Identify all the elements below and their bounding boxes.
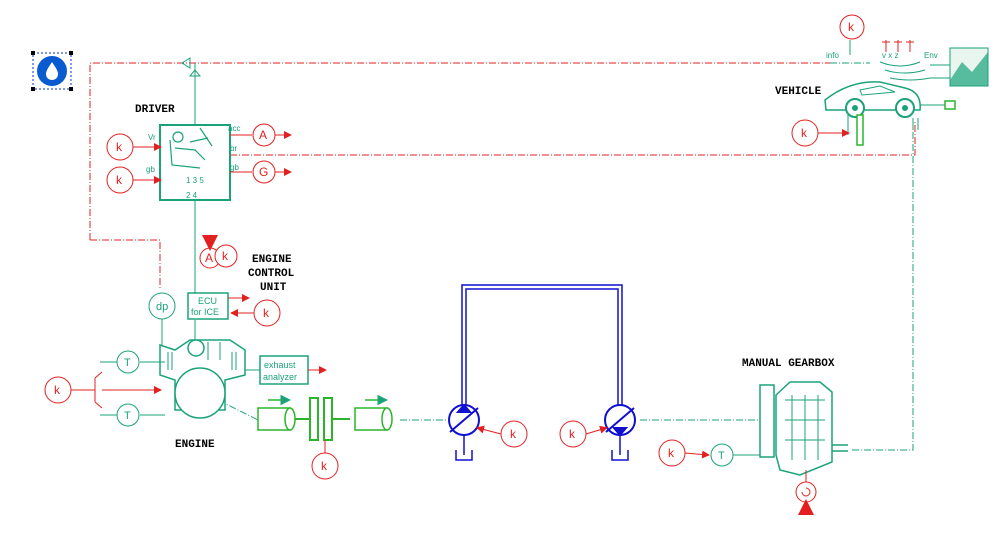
environment-landscape-icon[interactable]: [949, 47, 989, 87]
clutch-inertia-right[interactable]: [354, 394, 393, 431]
signal-lines: [89, 62, 916, 290]
svg-text:k: k: [321, 459, 328, 473]
svg-text:k: k: [54, 383, 61, 397]
driver-block[interactable]: Vr gb acc br gb 1 3 5 2 4: [146, 124, 240, 201]
svg-text:analyzer: analyzer: [263, 372, 297, 382]
driver-vr-port: Vr: [148, 133, 156, 142]
vehicle-brake-shaft: [856, 114, 864, 146]
gearbox-title: MANUAL GEARBOX: [742, 358, 835, 370]
svg-text:k: k: [116, 173, 123, 187]
driver-acc-port: acc: [228, 124, 240, 133]
constant-k-motor[interactable]: k: [559, 420, 608, 448]
vehicle-vxz-port: v x z: [882, 51, 898, 60]
constant-k-clutch[interactable]: k: [311, 440, 339, 480]
vehicle-output-connector: [944, 100, 956, 110]
green-dashed-lines: [207, 62, 914, 451]
hydraulic-lines: [461, 284, 623, 405]
svg-text:G: G: [259, 165, 268, 179]
driver-gb-in-port: gb: [146, 165, 155, 174]
svg-text:k: k: [848, 20, 855, 34]
driver-seat-icon: [169, 127, 213, 169]
svg-text:exhaust: exhaust: [264, 360, 296, 370]
constant-k-gb[interactable]: k: [106, 166, 162, 194]
gearbox-gear-input[interactable]: [795, 470, 817, 515]
signal-split-icon: [181, 57, 202, 77]
constant-k-vr[interactable]: k: [106, 133, 162, 161]
constant-k-ecu-top[interactable]: k: [214, 244, 238, 268]
driver-br-port: br: [230, 144, 237, 153]
hydraulic-motor[interactable]: [604, 404, 636, 461]
vehicle-sensor-icons: [882, 40, 914, 52]
vehicle-block[interactable]: info v x z Env: [824, 51, 938, 118]
svg-text:A: A: [259, 128, 267, 142]
svg-text:k: k: [569, 427, 576, 441]
temperature-sensor-upper[interactable]: T: [100, 350, 140, 374]
output-g[interactable]: G: [230, 160, 292, 184]
constant-k-gearbox[interactable]: k: [658, 439, 710, 467]
fuel-drop-icon[interactable]: [31, 51, 73, 91]
constant-k-vehicle[interactable]: k: [791, 119, 850, 147]
gearbox-temperature-sensor[interactable]: T: [710, 443, 760, 467]
output-a[interactable]: A: [230, 123, 292, 147]
svg-text:dp: dp: [156, 301, 168, 313]
constant-k-ecu[interactable]: k: [230, 299, 281, 327]
svg-text:ECU: ECU: [198, 296, 217, 306]
svg-text:for ICE: for ICE: [191, 307, 219, 317]
svg-text:T: T: [124, 357, 131, 369]
driver-title: DRIVER: [135, 104, 175, 116]
gearbox-block[interactable]: [759, 381, 848, 476]
vehicle-wind-lines: [879, 61, 931, 81]
svg-text:T: T: [718, 450, 725, 462]
svg-text:k: k: [222, 249, 229, 263]
exhaust-analyzer-block[interactable]: exhaust analyzer: [259, 355, 327, 385]
ecu-title-line3: UNIT: [260, 282, 287, 294]
pressure-sensor[interactable]: dp: [148, 292, 176, 320]
engine-wires: [140, 319, 260, 416]
vehicle-info-port: info: [826, 51, 839, 60]
constant-k-pump[interactable]: k: [476, 420, 528, 448]
svg-text:T: T: [124, 410, 131, 422]
driver-gears-bottom: 2 4: [186, 191, 198, 200]
svg-text:k: k: [510, 427, 517, 441]
svg-text:k: k: [668, 446, 675, 460]
constant-k-vehicle-top[interactable]: k: [839, 14, 865, 40]
temperature-sensor-lower[interactable]: T: [100, 403, 140, 427]
svg-text:A: A: [205, 251, 213, 265]
ecu-block[interactable]: ECU for ICE: [187, 292, 229, 320]
driver-gb-out-port: gb: [230, 163, 239, 172]
engine-title: ENGINE: [175, 439, 215, 451]
vehicle-env-port: Env: [924, 51, 938, 60]
clutch-block[interactable]: [295, 397, 350, 441]
svg-text:k: k: [263, 306, 270, 320]
constant-k-engine[interactable]: k: [44, 371, 162, 409]
driver-gears-top: 1 3 5: [186, 176, 204, 185]
svg-text:k: k: [801, 126, 808, 140]
vehicle-title: VEHICLE: [775, 86, 822, 98]
clutch-inertia-left[interactable]: [257, 394, 296, 431]
engine-block[interactable]: [159, 339, 246, 419]
ecu-title-line1: ENGINE: [252, 254, 292, 266]
svg-text:k: k: [116, 140, 123, 154]
hydraulic-pump[interactable]: [448, 403, 480, 461]
ecu-title-line2: CONTROL: [248, 268, 295, 280]
